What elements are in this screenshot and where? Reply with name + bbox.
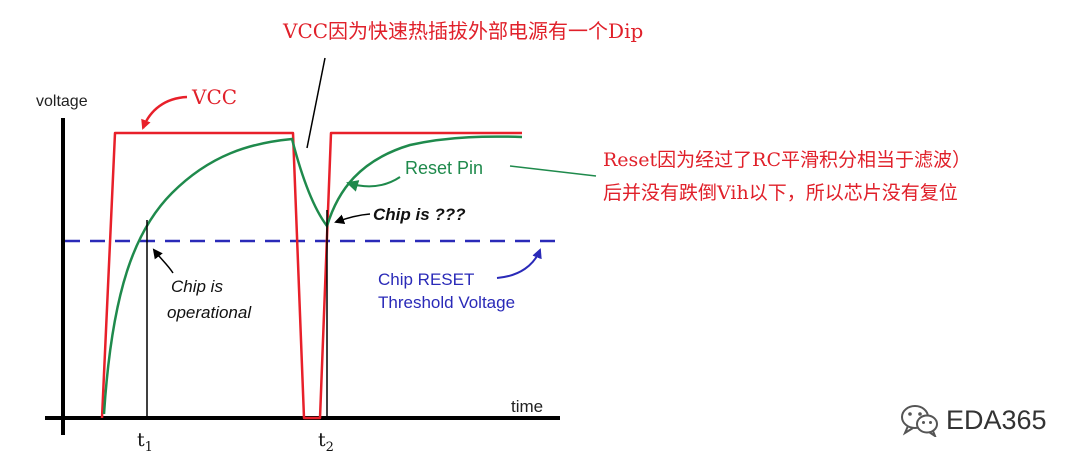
t2-subscript: 2 [326,440,334,455]
t1-subscript: 1 [145,440,153,455]
chip-unknown-label: Chip is ??? [373,205,466,224]
vcc-label: VCC [191,85,237,109]
wechat-icon [901,405,938,437]
threshold-arrow [496,248,542,279]
t1-base: t [137,429,145,451]
filter-annotation-line2: 后并没有跌倒Vih以下，所以芯片没有复位 [603,182,958,204]
vcc-waveform [100,131,522,420]
chip-operational-label: Chip is operational [167,277,252,322]
dip-annotation: VCC因为快速热插拔外部电源有一个Dip [282,19,643,43]
threshold-label-line2: Threshold Voltage [378,293,515,312]
vcc-label-arrow [141,95,188,130]
chip-operational-arrow [152,248,174,274]
reset-pin-label: Reset Pin [405,158,483,178]
y-axis-label: voltage [36,93,88,110]
chip-operational-line1: Chip is [171,277,223,296]
dip-pointer-line [306,57,326,149]
t1-label: t1 [137,429,153,455]
chip-unknown-arrow [334,213,371,224]
reset-pin-arrow [346,176,401,192]
threshold-label: Chip RESET Threshold Voltage [378,270,515,312]
t2-base: t [318,429,326,451]
t2-label: t2 [318,429,334,455]
watermark: EDA365 [900,400,1047,440]
x-axis-label: time [511,397,543,416]
chip-operational-line2: operational [167,303,252,322]
reset-pin-waveform [102,135,523,415]
reset-annotation-pointer [509,165,597,177]
threshold-label-line1: Chip RESET [378,270,474,289]
watermark-text: EDA365 [946,404,1047,435]
filter-annotation-line1: Reset因为经过了RC平滑积分相当于滤波） [603,149,971,171]
